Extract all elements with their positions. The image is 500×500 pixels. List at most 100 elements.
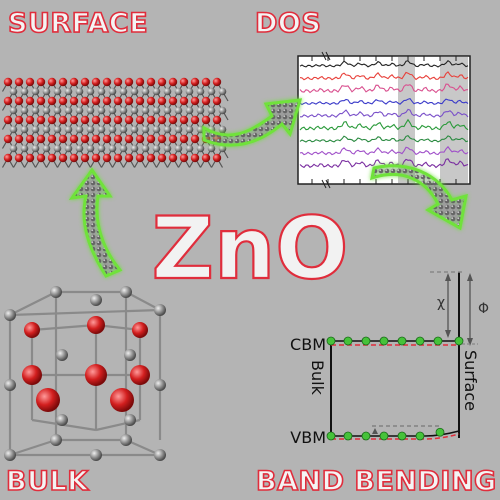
- zn-atom-icon: [207, 87, 216, 96]
- o-atom-icon: [135, 96, 145, 106]
- zn-atom-icon: [75, 144, 84, 153]
- o-atom-icon: [80, 115, 90, 125]
- o-atom-icon: [24, 322, 40, 338]
- cbm-label: CBM: [290, 335, 326, 354]
- o-atom-icon: [14, 134, 24, 144]
- o-atom-icon: [102, 96, 112, 106]
- o-atom-icon: [157, 115, 167, 125]
- zn-atom-icon: [75, 87, 84, 96]
- zn-atom-icon: [141, 87, 150, 96]
- zn-atom-icon: [75, 106, 84, 115]
- o-atom-icon: [58, 96, 68, 106]
- dos-label: DOS: [255, 8, 321, 39]
- zn-atom-icon: [124, 349, 136, 361]
- zn-atom-icon: [185, 125, 194, 134]
- o-atom-icon: [14, 153, 24, 163]
- o-atom-icon: [113, 77, 123, 87]
- o-atom-icon: [47, 77, 57, 87]
- o-atom-icon: [25, 115, 35, 125]
- o-atom-icon: [130, 365, 150, 385]
- o-atom-icon: [124, 77, 134, 87]
- surface-slab-structure: [1, 77, 229, 168]
- zn-atom-icon: [4, 379, 16, 391]
- o-atom-icon: [201, 77, 211, 87]
- o-atom-icon: [58, 134, 68, 144]
- zn-atom-icon: [163, 87, 172, 96]
- o-atom-icon: [91, 115, 101, 125]
- zn-atom-icon: [86, 144, 95, 153]
- o-atom-icon: [190, 77, 200, 87]
- zn-atom-icon: [207, 144, 216, 153]
- zn-atom-icon: [218, 87, 227, 96]
- zn-atom-icon: [64, 106, 73, 115]
- o-atom-icon: [190, 96, 200, 106]
- zn-atom-icon: [108, 87, 117, 96]
- o-atom-icon: [179, 153, 189, 163]
- zn-atom-icon: [174, 106, 183, 115]
- o-atom-icon: [168, 115, 178, 125]
- chi-label: χ: [437, 295, 445, 311]
- zn-atom-icon: [42, 87, 51, 96]
- o-atom-icon: [58, 77, 68, 87]
- zn-atom-icon: [119, 87, 128, 96]
- o-atom-icon: [58, 115, 68, 125]
- zn-atom-icon: [9, 87, 18, 96]
- zn-atom-icon: [108, 106, 117, 115]
- o-atom-icon: [157, 96, 167, 106]
- o-atom-icon: [146, 115, 156, 125]
- o-atom-icon: [113, 134, 123, 144]
- o-atom-icon: [36, 134, 46, 144]
- o-atom-icon: [124, 153, 134, 163]
- o-atom-icon: [168, 96, 178, 106]
- o-atom-icon: [190, 115, 200, 125]
- bulk-axis-label: Bulk: [308, 360, 327, 396]
- o-atom-icon: [22, 365, 42, 385]
- zn-atom-icon: [86, 125, 95, 134]
- o-atom-icon: [25, 96, 35, 106]
- zn-atom-icon: [163, 125, 172, 134]
- o-atom-icon: [80, 134, 90, 144]
- zn-atom-icon: [9, 106, 18, 115]
- bulk-crystal-structure: [4, 286, 166, 461]
- o-atom-icon: [135, 77, 145, 87]
- band-bending-label: BAND BENDING: [256, 466, 497, 497]
- o-atom-icon: [80, 96, 90, 106]
- o-atom-icon: [168, 134, 178, 144]
- band-bending-diagram: CBM VBM Bulk Surface χ Φ: [290, 271, 489, 447]
- zn-atom-icon: [86, 87, 95, 96]
- o-atom-icon: [168, 77, 178, 87]
- o-atom-icon: [113, 96, 123, 106]
- zn-atom-icon: [154, 449, 166, 461]
- zn-atom-icon: [64, 125, 73, 134]
- o-atom-icon: [179, 115, 189, 125]
- zn-atom-icon: [108, 144, 117, 153]
- zn-atom-icon: [50, 434, 62, 446]
- zn-atom-icon: [108, 125, 117, 134]
- o-atom-icon: [201, 96, 211, 106]
- o-atom-icon: [69, 96, 79, 106]
- o-atom-icon: [91, 96, 101, 106]
- zn-atom-icon: [20, 125, 29, 134]
- phi-label: Φ: [478, 301, 489, 317]
- zn-atom-icon: [154, 379, 166, 391]
- zn-atom-icon: [163, 106, 172, 115]
- zn-atom-icon: [86, 106, 95, 115]
- o-atom-icon: [69, 134, 79, 144]
- zn-atom-icon: [130, 125, 139, 134]
- o-atom-icon: [91, 153, 101, 163]
- zn-atom-icon: [97, 125, 106, 134]
- zn-atom-icon: [130, 144, 139, 153]
- o-atom-icon: [179, 134, 189, 144]
- o-atom-icon: [201, 153, 211, 163]
- zn-atom-icon: [4, 309, 16, 321]
- o-atom-icon: [3, 77, 13, 87]
- zn-atom-icon: [50, 286, 62, 298]
- o-atom-icon: [80, 77, 90, 87]
- o-atom-icon: [168, 153, 178, 163]
- zn-atom-icon: [185, 144, 194, 153]
- zn-atom-icon: [120, 286, 132, 298]
- o-atom-icon: [146, 77, 156, 87]
- o-atom-icon: [25, 77, 35, 87]
- o-atom-icon: [157, 153, 167, 163]
